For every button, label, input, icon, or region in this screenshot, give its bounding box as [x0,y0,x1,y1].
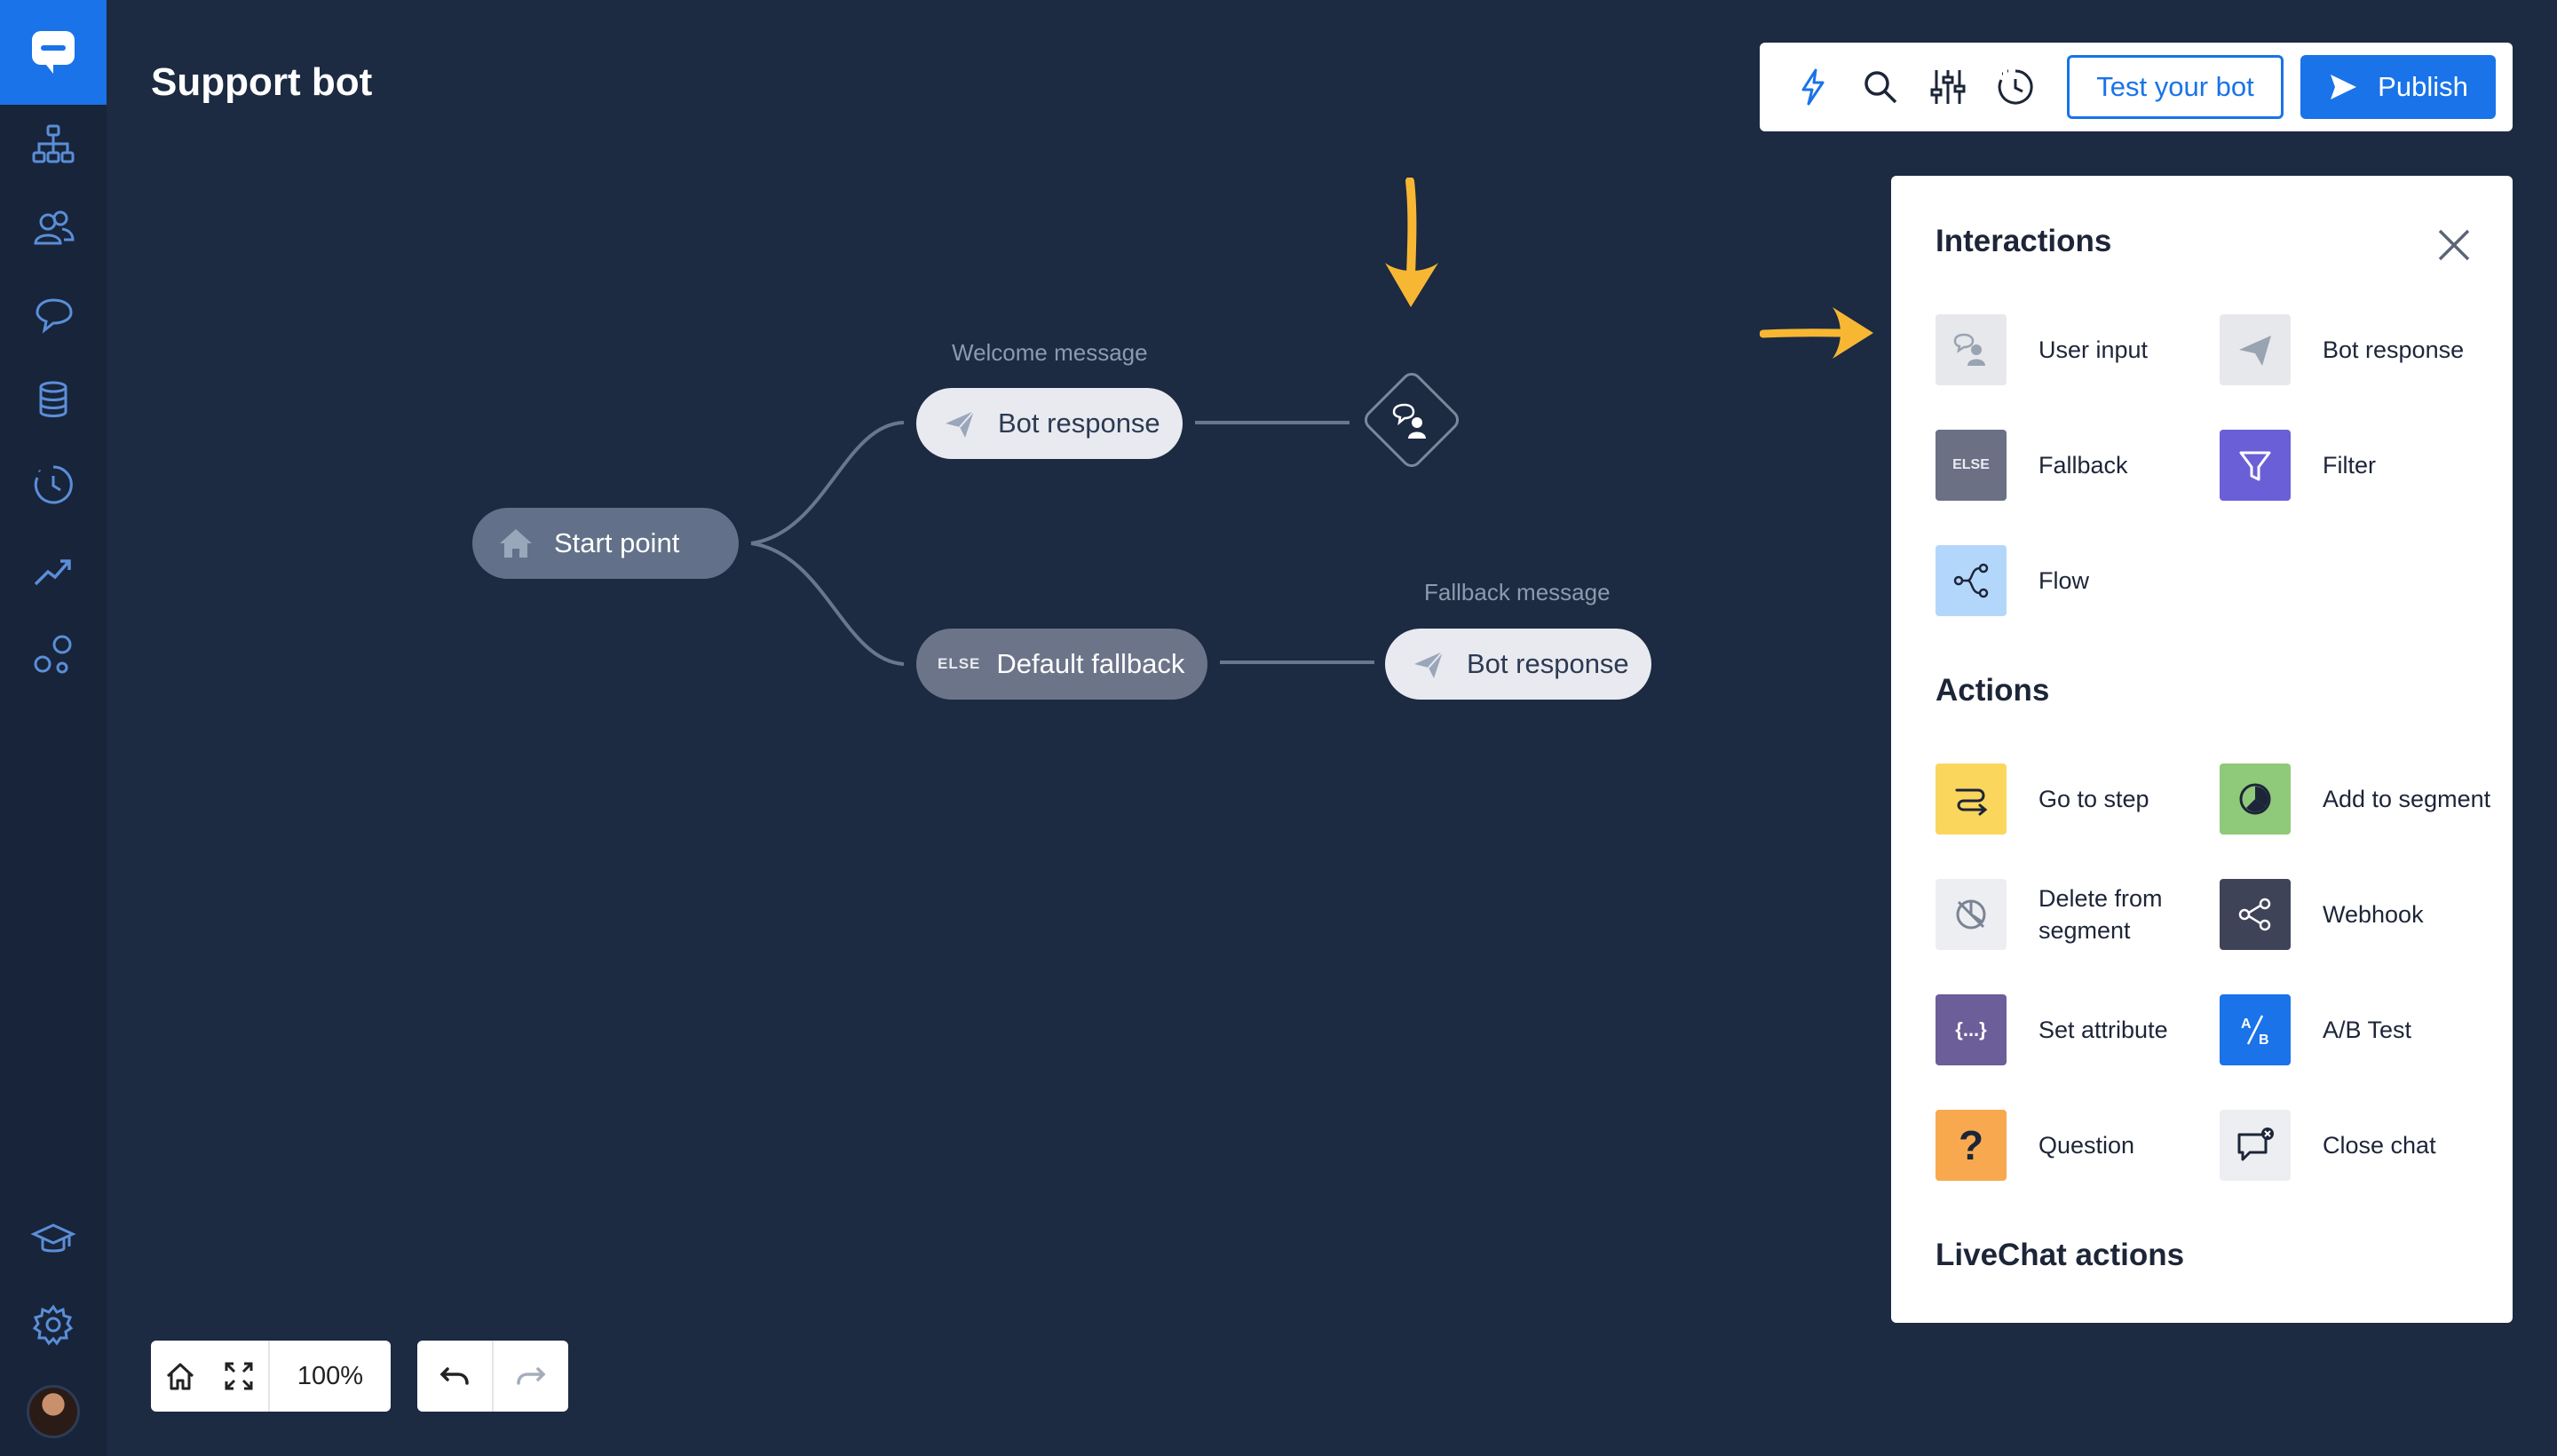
block-question[interactable]: ? Question [1936,1110,2207,1181]
user-input-icon [1936,314,2007,385]
block-label: User input [2038,336,2149,363]
integrations-icon[interactable] [27,629,80,682]
actions-heading: Actions [1936,673,2050,708]
avatar[interactable] [27,1385,80,1438]
block-go-to-step[interactable]: Go to step [1936,764,2207,835]
block-label: Question [2038,1132,2135,1159]
remove-segment-icon [1936,879,2007,950]
users-icon[interactable] [27,202,80,256]
fit-screen-button[interactable] [210,1341,268,1412]
center-view-button[interactable] [151,1341,210,1412]
block-label: Flow [2038,567,2090,594]
divider [268,1341,270,1412]
filter-icon [2220,430,2291,501]
block-set-attribute[interactable]: {...} Set attribute [1936,994,2207,1065]
block-bot-response[interactable]: Bot response [2220,314,2491,385]
go-to-step-icon [1936,764,2007,835]
else-icon: ELSE [1936,430,2007,501]
send-icon [1408,644,1449,684]
bot-response-label: Bot response [998,408,1160,439]
send-icon [939,403,980,444]
user-input-icon [1385,396,1438,449]
block-label: Go to step [2038,786,2149,812]
flow-icon [1936,545,2007,616]
history-icon[interactable] [1991,62,2040,112]
block-label: Delete from segment [2038,885,2163,944]
toolbar: Test your bot Publish [1760,43,2513,131]
publish-label: Publish [2378,71,2468,102]
welcome-caption: Welcome message [952,339,1148,366]
zoom-level[interactable]: 100% [297,1361,364,1390]
history-controls [417,1341,568,1412]
redo-button[interactable] [494,1341,568,1412]
undo-button[interactable] [417,1341,492,1412]
block-label: Filter [2323,452,2376,479]
publish-button[interactable]: Publish [2300,55,2496,119]
flow-tree-icon[interactable] [27,117,80,170]
start-point-node[interactable]: Start point [472,508,739,579]
send-icon [2331,75,2357,99]
block-user-input[interactable]: User input [1936,314,2207,385]
interactions-heading: Interactions [1936,224,2112,258]
bot-response-node[interactable]: Bot response [916,388,1183,459]
home-icon [495,523,536,564]
search-icon[interactable] [1856,62,1905,112]
default-fallback-node[interactable]: ELSE Default fallback [916,629,1207,700]
block-close-chat[interactable]: Close chat [2220,1110,2491,1181]
share-icon [2220,879,2291,950]
lightning-icon[interactable] [1788,62,1838,112]
block-add-to-segment[interactable]: Add to segment [2220,764,2491,835]
page-title: Support bot [151,60,373,104]
block-delete-from-segment[interactable]: Delete from segment [1936,879,2207,950]
clock-icon[interactable] [27,458,80,511]
divider [492,1341,494,1412]
fallback-caption: Fallback message [1424,579,1611,605]
database-icon[interactable] [27,373,80,426]
block-label: Bot response [2323,336,2465,363]
start-point-label: Start point [554,527,680,558]
livechat-actions-heading: LiveChat actions [1936,1238,2185,1272]
test-bot-button[interactable]: Test your bot [2067,55,2284,119]
block-label: Set attribute [2038,1017,2168,1043]
arrow-right-icon [1760,307,1873,359]
logo-chat-icon[interactable] [0,0,107,105]
block-label: Webhook [2323,901,2424,928]
block-fallback[interactable]: ELSE Fallback [1936,430,2207,501]
close-chat-icon [2220,1110,2291,1181]
block-webhook[interactable]: Webhook [2220,879,2491,950]
default-fallback-label: Default fallback [996,648,1185,679]
svg-text:B: B [2259,1033,2269,1048]
sidebar [0,0,107,1456]
svg-text:A: A [2241,1017,2252,1032]
sliders-icon[interactable] [1923,62,1973,112]
close-icon[interactable] [2434,226,2474,265]
block-label: Add to segment [2323,786,2491,812]
academy-icon[interactable] [27,1213,80,1266]
arrow-down-icon [1385,178,1438,307]
zoom-controls: 100% [151,1341,391,1412]
attribute-icon: {...} [1936,994,2007,1065]
block-label: Close chat [2323,1132,2436,1159]
question-icon: ? [1936,1110,2007,1181]
pie-chart-icon [2220,764,2291,835]
send-icon [2220,314,2291,385]
settings-icon[interactable] [27,1298,80,1351]
fallback-bot-response-node[interactable]: Bot response [1385,629,1651,700]
analytics-icon[interactable] [27,543,80,597]
blocks-panel: Interactions User input Bot response ELS… [1891,176,2513,1323]
chat-bubbles-icon[interactable] [27,288,80,341]
block-label: A/B Test [2323,1017,2412,1043]
else-tag: ELSE [938,655,981,672]
block-label: Fallback [2038,452,2128,479]
block-filter[interactable]: Filter [2220,430,2491,501]
bot-response-label: Bot response [1467,648,1629,679]
block-flow[interactable]: Flow [1936,545,2207,616]
